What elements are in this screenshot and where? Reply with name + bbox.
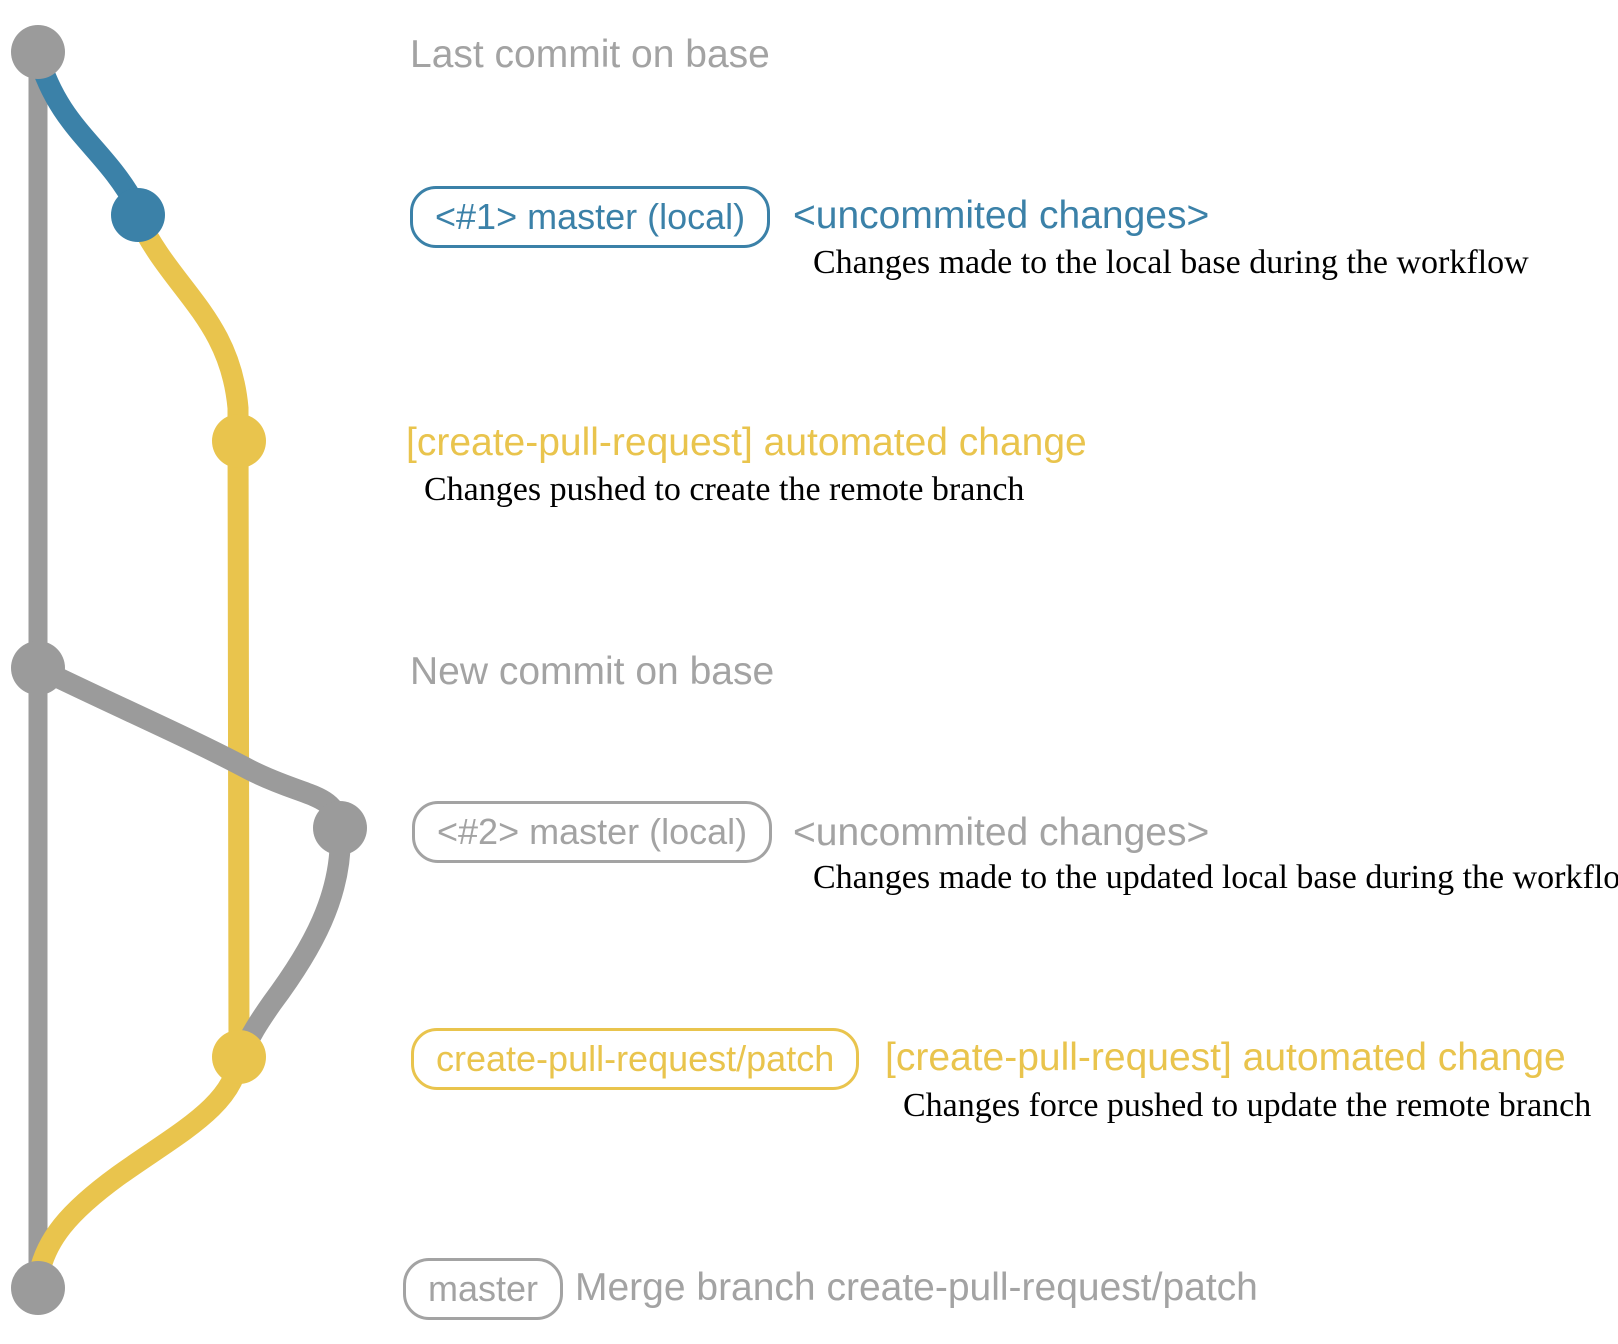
description-local-changes-1: Changes made to the local base during th… bbox=[813, 244, 1529, 281]
commit-dot-remote-update bbox=[212, 1030, 266, 1084]
commit-graph bbox=[11, 25, 367, 1315]
commit-dot-new-base bbox=[11, 641, 65, 695]
description-push-create: Changes pushed to create the remote bran… bbox=[424, 471, 1025, 508]
ref-badge-master-local-2: <#2> master (local) bbox=[412, 801, 773, 863]
commit-message-automated-change-2: [create-pull-request] automated change bbox=[885, 1036, 1566, 1079]
local-branch-line bbox=[27, 44, 147, 217]
commit-message-automated-change-1: [create-pull-request] automated change bbox=[406, 421, 1087, 464]
remote-branch-line bbox=[27, 207, 250, 1291]
ref-badge-create-pull-request-patch: create-pull-request/patch bbox=[411, 1028, 860, 1090]
commit-message-uncommited-1: <uncommited changes> bbox=[793, 194, 1210, 237]
commit-dot-merge bbox=[11, 1261, 65, 1315]
commit-message-merge: Merge branch create-pull-request/patch bbox=[575, 1266, 1258, 1309]
commit-dot-local-1 bbox=[111, 188, 165, 242]
note-last-commit-on-base: Last commit on base bbox=[410, 33, 770, 76]
description-local-changes-2: Changes made to the updated local base d… bbox=[813, 859, 1618, 896]
description-force-push-update: Changes force pushed to update the remot… bbox=[903, 1087, 1592, 1124]
commit-dot-local-2 bbox=[313, 801, 367, 855]
updated-local-branch-line bbox=[27, 657, 351, 1063]
note-new-commit-on-base: New commit on base bbox=[410, 650, 775, 693]
ref-badge-master: master bbox=[403, 1258, 564, 1320]
commit-dot-remote-create bbox=[212, 414, 266, 468]
commit-message-uncommited-2: <uncommited changes> bbox=[793, 811, 1210, 854]
commit-dot-last-base bbox=[11, 25, 65, 79]
ref-badge-master-local-1: <#1> master (local) bbox=[410, 186, 771, 248]
